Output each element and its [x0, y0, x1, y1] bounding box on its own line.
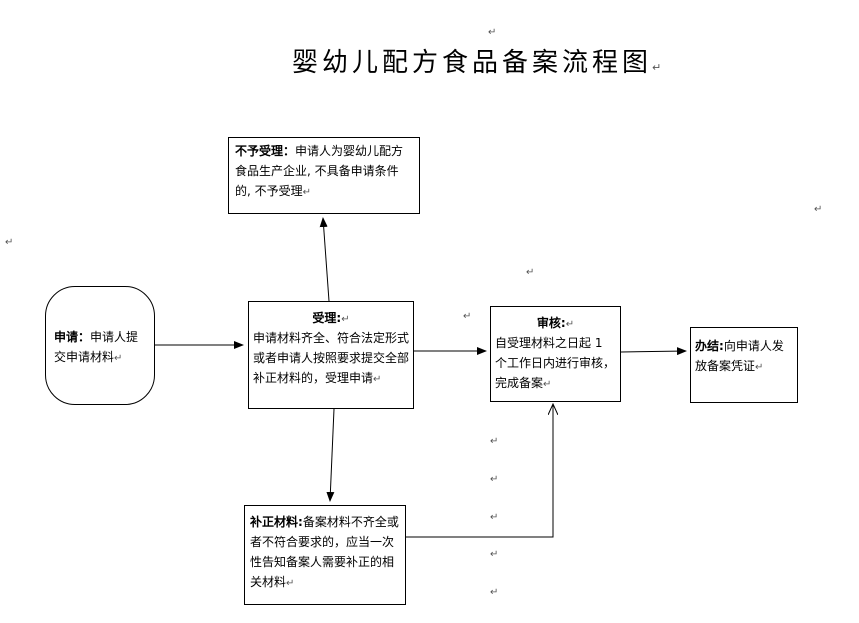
- node-reject-text: 申请人为婴幼儿配方食品生产企业, 不具备申请条件的, 不予受理: [235, 144, 404, 198]
- node-apply: 申请：申请人提交申请材料↵: [45, 286, 155, 405]
- arrow-supplement-to-review: [405, 404, 553, 538]
- node-apply-label: 申请：: [54, 330, 91, 344]
- node-supplement-label: 补正材料:: [250, 515, 303, 529]
- para-mark: ↵: [373, 374, 382, 385]
- node-apply-text: 申请人提交申请材料: [54, 330, 139, 364]
- para-mark: ↵: [490, 549, 499, 560]
- node-accept-text: 申请材料齐全、符合法定形式或者申请人按照要求提交全部补正材料的，受理申请: [253, 331, 410, 385]
- node-finish-label: 办结:: [695, 339, 724, 353]
- para-mark: ↵: [490, 436, 499, 447]
- node-supplement: 补正材料:备案材料不齐全或者不符合要求的，应当一次性告知备案人需要补正的相关材料…: [244, 505, 406, 605]
- node-reject: 不予受理：申请人为婴幼儿配方食品生产企业, 不具备申请条件的, 不予受理↵: [228, 137, 420, 214]
- para-mark: ↵: [5, 237, 14, 248]
- para-mark: ↵: [114, 353, 123, 364]
- node-reject-label: 不予受理：: [235, 144, 296, 158]
- para-mark: ↵: [565, 319, 575, 330]
- para-mark: ↵: [490, 474, 499, 485]
- para-mark: ↵: [490, 512, 499, 523]
- para-mark: ↵: [526, 267, 535, 278]
- arrow-review-to-finish: [620, 347, 687, 356]
- para-mark: ↵: [755, 362, 764, 373]
- node-supplement-text: 备案材料不齐全或者不符合要求的，应当一次性告知备案人需要补正的相关材料: [250, 515, 399, 589]
- para-mark: ↵: [490, 587, 499, 598]
- para-mark: ↵: [302, 187, 312, 198]
- para-mark: ↵: [488, 27, 497, 38]
- para-mark: ↵: [341, 314, 350, 325]
- node-review-label: 审核:: [536, 316, 566, 330]
- para-mark: ↵: [543, 379, 552, 390]
- para-mark: ↵: [286, 578, 295, 589]
- node-finish-text: 向申请人发放备案凭证: [695, 339, 784, 373]
- para-mark: ↵: [463, 311, 472, 322]
- arrow-accept-to-supplement: [326, 408, 335, 502]
- node-finish: 办结:向申请人发放备案凭证↵: [690, 327, 798, 403]
- para-mark: ↵: [814, 204, 823, 215]
- node-accept: 受理:↵ 申请材料齐全、符合法定形式或者申请人按照要求提交全部补正材料的，受理申…: [248, 301, 414, 409]
- diagram-title: 婴幼儿配方食品备案流程图↵: [292, 48, 666, 78]
- node-accept-label: 受理:: [312, 311, 342, 325]
- node-review-text: 自受理材料之日起 1 个工作日内进行审核，完成备案: [495, 336, 616, 390]
- node-review: 审核:↵ 自受理材料之日起 1 个工作日内进行审核，完成备案↵: [490, 306, 621, 402]
- arrow-accept-to-reject: [319, 217, 330, 302]
